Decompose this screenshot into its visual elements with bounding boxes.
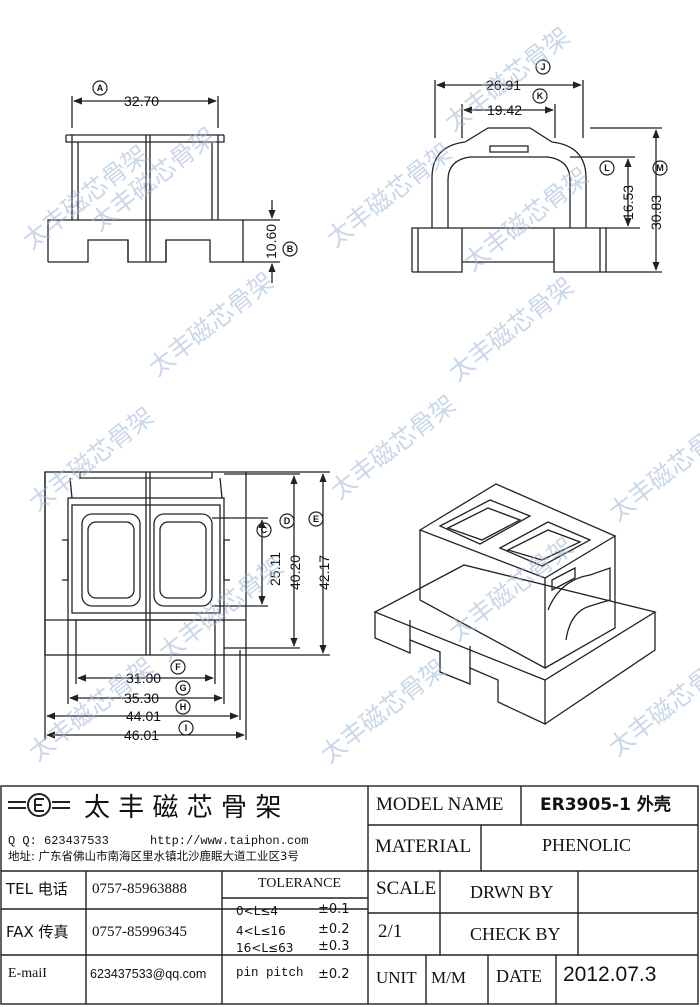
unit-value: M/M xyxy=(431,968,466,987)
tolerance-title: TOLERANCE xyxy=(258,876,341,891)
dim-m-value: 30.83 xyxy=(648,195,664,230)
front-view xyxy=(47,96,280,283)
balloon-c: C xyxy=(261,525,268,535)
balloon-g: G xyxy=(179,683,186,693)
balloon-l: L xyxy=(604,163,610,173)
balloon-m: M xyxy=(656,163,664,173)
scale-value: 2/1 xyxy=(378,921,403,942)
balloon-k: K xyxy=(537,91,544,101)
dim-j-value: 26.91 xyxy=(486,77,521,93)
tolerance-range-1: 0<L≤4 xyxy=(236,904,279,918)
material-label: MATERIAL xyxy=(375,836,472,857)
balloons xyxy=(92,59,668,736)
company-address: 地址: 广东省佛山市南海区里水镇北沙鹿眠大道工业区3号 xyxy=(8,849,299,863)
tolerance-value-2: ±0.2 xyxy=(318,922,350,937)
top-view xyxy=(44,471,330,740)
dimension-values: 32.70 10.60 25.11 40.20 42.17 31.00 35.3… xyxy=(124,77,664,743)
dim-k-value: 19.42 xyxy=(487,102,522,118)
balloon-letters: A B C D E F G H I J K L M xyxy=(97,62,664,733)
dim-i-value: 46.01 xyxy=(124,727,159,743)
drawn-by-label: DRWN BY xyxy=(470,882,554,902)
tolerance-range-4: pin pitch xyxy=(236,966,304,980)
dim-d-value: 40.20 xyxy=(287,555,303,590)
dim-b-value: 10.60 xyxy=(263,224,279,259)
date-value: 2012.07.3 xyxy=(563,963,657,986)
material-value: PHENOLIC xyxy=(542,835,631,855)
title-block-grid xyxy=(0,785,699,1005)
dim-h-value: 44.01 xyxy=(126,708,161,724)
fax-label: FAX 传真 xyxy=(6,923,69,941)
balloon-d: D xyxy=(284,516,291,526)
dim-c-value: 25.11 xyxy=(267,552,283,586)
unit-label: UNIT xyxy=(376,968,417,987)
balloon-a: A xyxy=(97,83,104,93)
scale-label: SCALE xyxy=(376,878,437,899)
model-name-value: ER3905-1 外壳 xyxy=(540,795,671,815)
tolerance-range-2: 4<L≤16 xyxy=(236,924,286,938)
email-value: 623437533@qq.com xyxy=(90,967,207,981)
date-label: DATE xyxy=(496,966,542,986)
dim-l-value: 16.53 xyxy=(620,185,636,220)
dim-f-value: 31.00 xyxy=(126,670,161,686)
dim-g-value: 35.30 xyxy=(124,690,159,706)
balloon-f: F xyxy=(175,662,181,672)
tel-value: 0757-85963888 xyxy=(92,881,187,897)
tolerance-range-3: 16<L≤63 xyxy=(236,941,294,955)
fax-value: 0757-85996345 xyxy=(92,924,187,940)
title-block: 太 丰 磁 芯 骨 架 Q Q: 623437533 http://www.ta… xyxy=(0,785,700,1007)
company-logo-icon xyxy=(8,793,70,817)
company-qq: Q Q: 623437533 xyxy=(8,834,109,848)
model-name-label: MODEL NAME xyxy=(376,794,504,815)
balloon-j: J xyxy=(540,62,545,72)
balloon-i: I xyxy=(185,723,188,733)
dim-a-value: 32.70 xyxy=(124,93,159,109)
email-label: E-maiI xyxy=(8,966,47,981)
balloon-h: H xyxy=(180,702,187,712)
technical-drawing: A B C D E F G H I J K L M 32.70 10.60 25… xyxy=(44,59,668,743)
balloon-e: E xyxy=(313,514,319,524)
side-view xyxy=(411,80,662,273)
tolerance-value-4: ±0.2 xyxy=(318,967,350,982)
balloon-b: B xyxy=(287,244,294,254)
tel-label: TEL 电话 xyxy=(6,880,68,898)
tolerance-value-1: ±0.1 xyxy=(318,902,350,917)
dim-e-value: 42.17 xyxy=(316,555,332,590)
check-by-label: CHECK BY xyxy=(470,924,561,944)
company-name: 太 丰 磁 芯 骨 架 xyxy=(84,793,282,823)
company-website: http://www.taiphon.com xyxy=(150,834,309,848)
isometric-view xyxy=(373,483,657,726)
tolerance-value-3: ±0.3 xyxy=(318,939,350,954)
